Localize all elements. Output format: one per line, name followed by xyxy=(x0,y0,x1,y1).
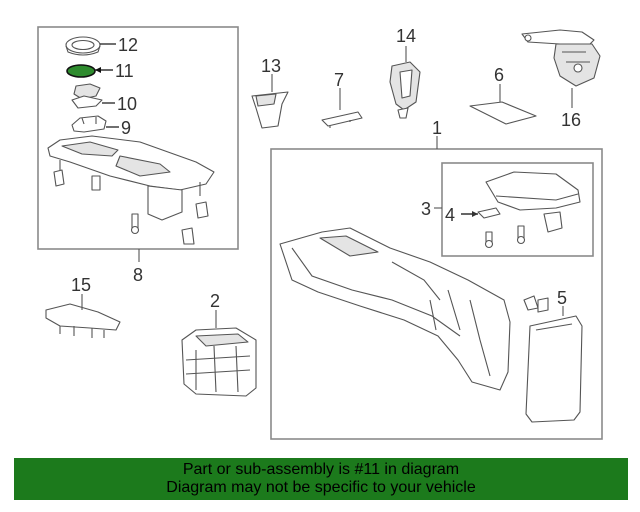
part-16-brake-lever[interactable] xyxy=(521,29,601,87)
callout-11: 11 xyxy=(115,61,134,81)
part-4-hinge[interactable] xyxy=(477,207,526,249)
callout-2: 2 xyxy=(210,291,220,311)
part-10-retainer[interactable] xyxy=(71,83,103,109)
part-14-shift-knob[interactable] xyxy=(389,61,421,119)
callout-4: 4 xyxy=(445,205,455,225)
banner-line-1: Part or sub-assembly is #11 in diagram xyxy=(182,461,460,478)
callout-8: 8 xyxy=(133,265,143,285)
callout-16: 16 xyxy=(561,110,581,130)
part-2-bracket[interactable] xyxy=(181,327,257,397)
arrow-11-icon xyxy=(95,67,101,73)
callout-3: 3 xyxy=(421,199,431,219)
callout-15: 15 xyxy=(71,275,91,295)
info-banner: Part or sub-assembly is #11 in diagram D… xyxy=(14,458,628,500)
callout-12: 12 xyxy=(118,35,138,55)
callout-14: 14 xyxy=(396,26,416,46)
callout-5: 5 xyxy=(557,288,567,308)
part-9-bracket[interactable] xyxy=(71,115,107,133)
part-7-cover[interactable] xyxy=(321,111,363,128)
callout-1: 1 xyxy=(432,118,442,138)
part-8-shift-panel[interactable] xyxy=(47,135,215,245)
group-box-3 xyxy=(441,162,594,257)
part-15-trim[interactable] xyxy=(45,303,121,338)
part-12-ring[interactable] xyxy=(65,36,101,56)
part-3-lid[interactable] xyxy=(485,171,581,233)
callout-6: 6 xyxy=(494,65,504,85)
group-box-8 xyxy=(37,26,239,250)
callout-7: 7 xyxy=(334,70,344,90)
part-13-cup-holder[interactable] xyxy=(251,91,289,129)
arrow-4-icon xyxy=(472,211,478,217)
part-11-seal[interactable] xyxy=(66,64,96,78)
callout-9: 9 xyxy=(121,118,131,138)
callout-13: 13 xyxy=(261,56,281,76)
part-1-console-body[interactable] xyxy=(279,227,549,391)
banner-line-2: Diagram may not be specific to your vehi… xyxy=(166,479,476,496)
part-6-mat[interactable] xyxy=(469,101,537,125)
part-5-side-panel[interactable] xyxy=(525,315,583,423)
callout-10: 10 xyxy=(117,94,137,114)
